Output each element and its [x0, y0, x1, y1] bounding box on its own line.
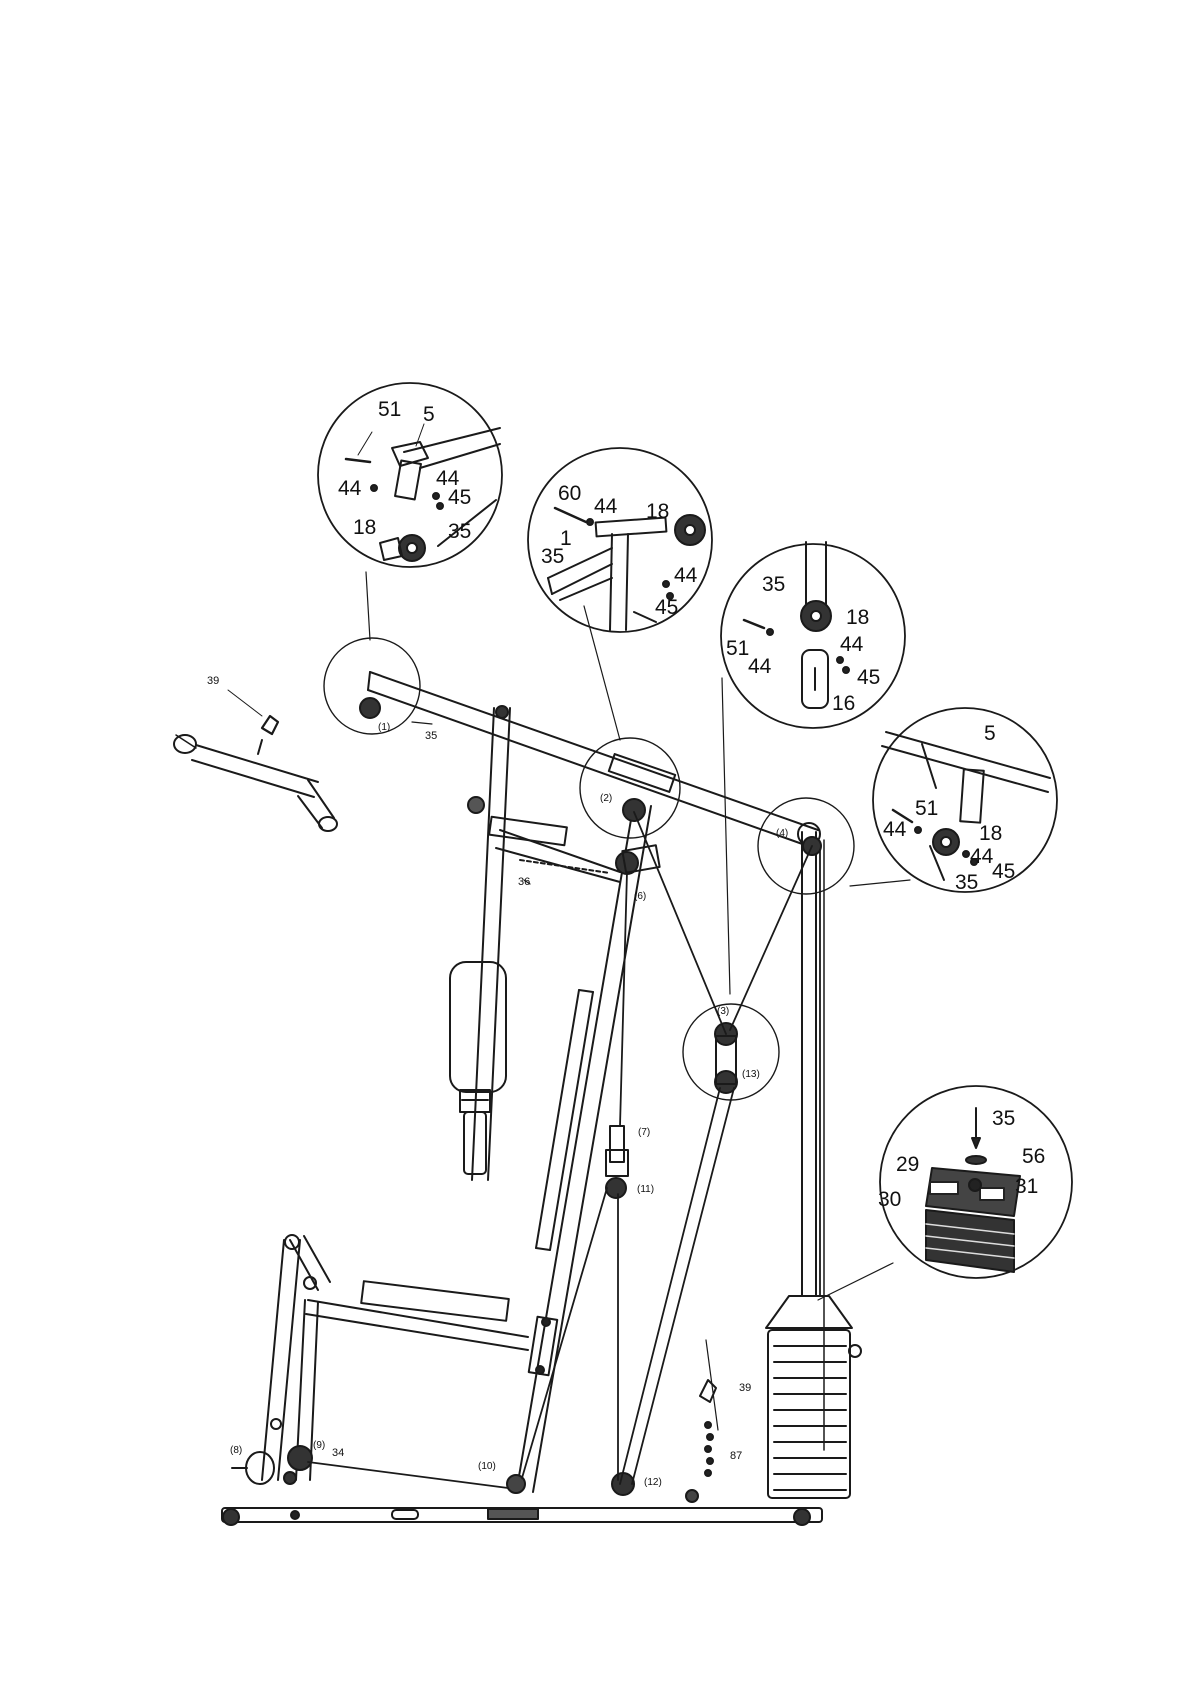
- part-number: 35: [762, 574, 785, 595]
- press-arm-assembly: [450, 706, 620, 1180]
- weight-stack: [766, 1296, 861, 1498]
- zoom-markers: [324, 638, 854, 1100]
- callout-1-detail: [318, 383, 502, 567]
- part-number: 18: [846, 607, 869, 628]
- part-number: 45: [448, 487, 471, 508]
- part-number: 29: [896, 1154, 919, 1175]
- part-number: 44: [748, 656, 771, 677]
- base-foot-right: [794, 1509, 810, 1525]
- pulley-label: (6): [634, 892, 646, 902]
- pulley-label: (10): [478, 1462, 496, 1472]
- part-number: 35: [425, 731, 437, 742]
- pulley-label: (7): [638, 1128, 650, 1138]
- part-number: 5: [984, 723, 996, 744]
- pulley-2: [623, 799, 645, 821]
- pulley-label: (4): [776, 829, 788, 839]
- pulley-label: (8): [230, 1446, 242, 1456]
- part-number: 35: [955, 872, 978, 893]
- part-number: 44: [338, 478, 361, 499]
- pulley-12: [612, 1473, 634, 1495]
- part-number: 44: [594, 496, 617, 517]
- part-number: 39: [739, 1383, 751, 1394]
- part-number: 60: [558, 483, 581, 504]
- pulley-label: (1): [378, 723, 390, 733]
- part-number: 18: [646, 501, 669, 522]
- front-post: [508, 802, 651, 1492]
- pulley-label: (13): [742, 1070, 760, 1080]
- part-number: 30: [878, 1189, 901, 1210]
- part-number: 35: [541, 546, 564, 567]
- pulley-label: (12): [644, 1478, 662, 1488]
- part-number: 36: [518, 877, 530, 888]
- part-number: 51: [915, 798, 938, 819]
- base-foot-left: [223, 1509, 239, 1525]
- part-number: 56: [1022, 1146, 1045, 1167]
- part-number: 45: [857, 667, 880, 688]
- callout-4-detail: [873, 708, 1057, 892]
- pulley-1: [360, 698, 380, 718]
- pulley-7-bracket: [610, 1126, 624, 1162]
- part-number: 45: [655, 597, 678, 618]
- pulley-label: (9): [313, 1441, 325, 1451]
- part-number: 16: [832, 693, 855, 714]
- chain-assembly: [700, 1380, 716, 1476]
- pulley-label: (3): [717, 1007, 729, 1017]
- part-number: 5: [423, 404, 435, 425]
- part-number: 31: [1015, 1176, 1038, 1197]
- part-number: 87: [730, 1451, 742, 1462]
- main-frame: [174, 672, 861, 1525]
- pulley-label: (11): [637, 1185, 654, 1195]
- callout-2-detail: [528, 448, 712, 632]
- part-number: 35: [992, 1108, 1015, 1129]
- part-number: 51: [726, 638, 749, 659]
- part-number: 51: [378, 399, 401, 420]
- part-number: 45: [992, 861, 1015, 882]
- part-number: 35: [448, 521, 471, 542]
- top-boom: [368, 672, 818, 846]
- part-number: 44: [883, 819, 906, 840]
- pulley-11: [606, 1178, 626, 1198]
- seat-frame: [232, 1235, 528, 1484]
- part-number: 18: [353, 517, 376, 538]
- part-number: 44: [674, 565, 697, 586]
- part-number: 18: [979, 823, 1002, 844]
- handle-bar: [174, 735, 337, 831]
- pulley-label: (2): [600, 794, 612, 804]
- part-number: 39: [207, 676, 219, 687]
- handle-clip-icon: [262, 716, 278, 734]
- part-number: 44: [970, 846, 993, 867]
- callout-3-detail: [721, 542, 905, 728]
- part-number: 44: [840, 634, 863, 655]
- callout-weight-stack-detail: [880, 1086, 1072, 1278]
- part-number: 34: [332, 1448, 344, 1459]
